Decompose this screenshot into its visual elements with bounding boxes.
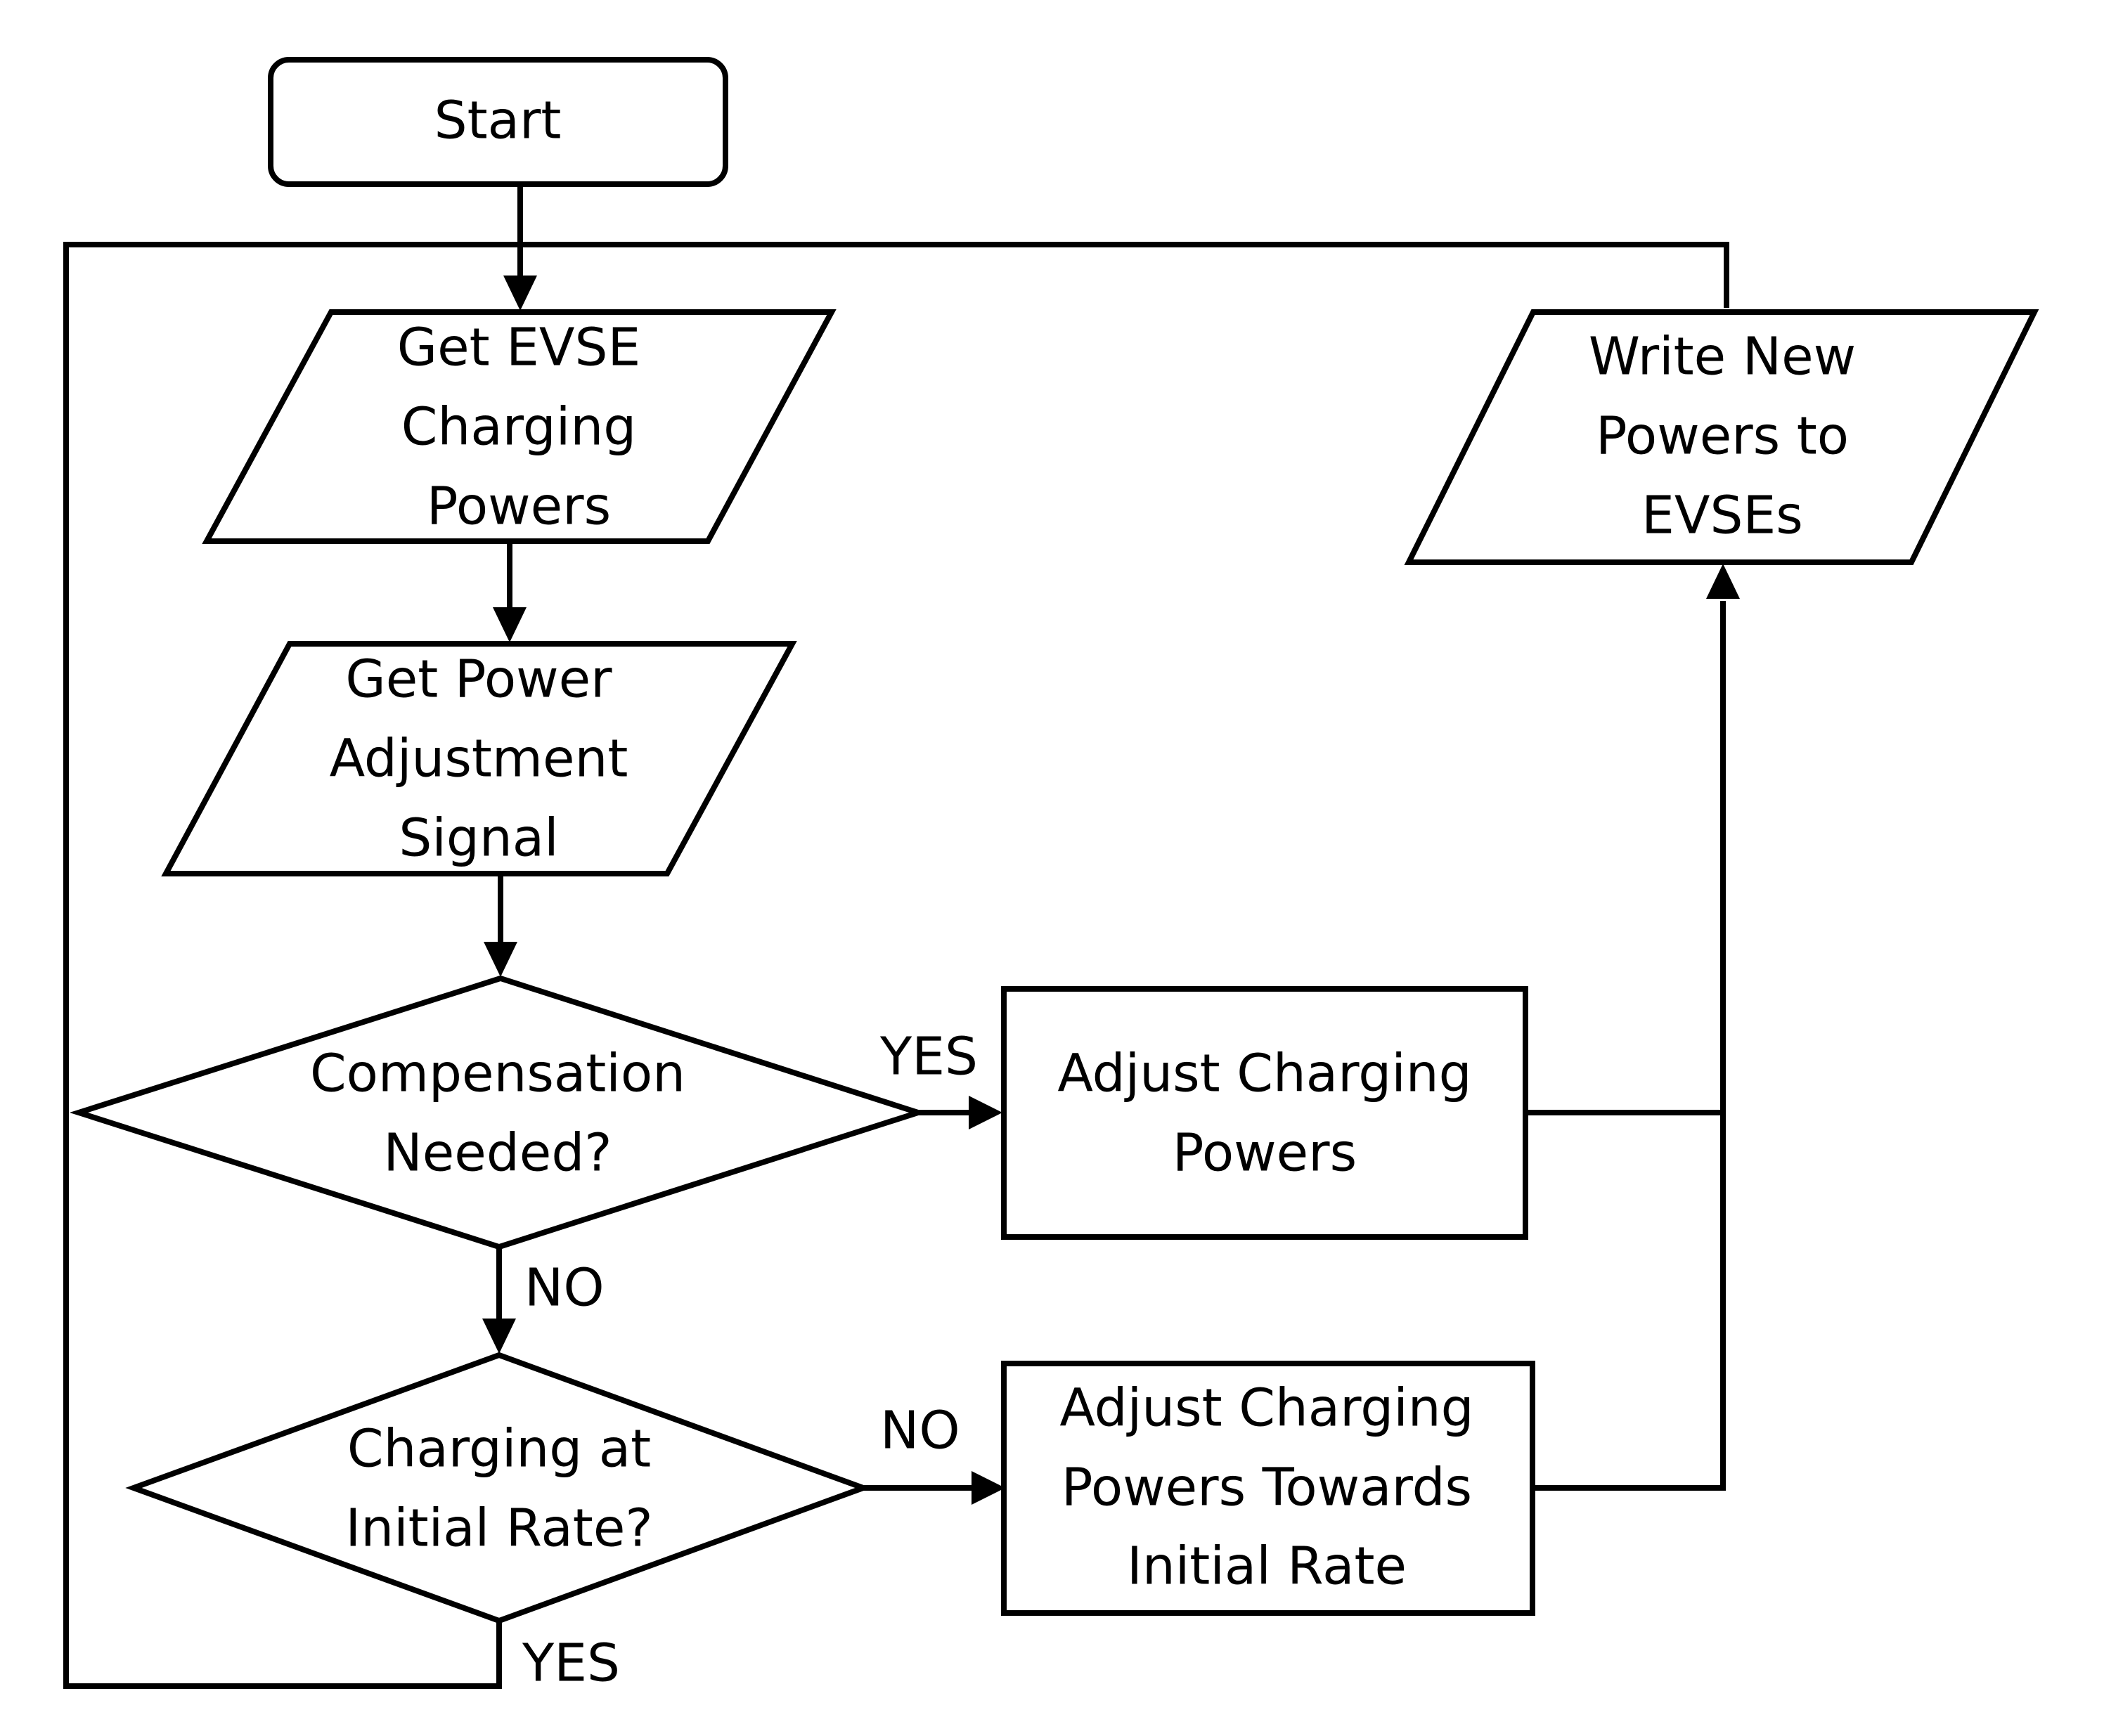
write-label-line-2: Powers to xyxy=(1596,406,1849,467)
adjust-towards-label-line-2: Powers Towards xyxy=(1061,1458,1472,1518)
compensation-label-line-2: Needed? xyxy=(383,1123,612,1184)
arrowhead-into-get-power xyxy=(493,607,527,642)
get-power-adjustment-signal-node: Get Power Adjustment Signal xyxy=(161,641,797,876)
start-label: Start xyxy=(434,91,562,151)
edge-label-compensation-no: NO xyxy=(524,1258,605,1319)
write-new-powers-node: Write New Powers to EVSEs xyxy=(1404,309,2039,565)
get-evse-label-line-3: Powers xyxy=(427,477,611,537)
compensation-label-line-1: Compensation xyxy=(310,1044,685,1104)
write-label-line-1: Write New xyxy=(1589,327,1856,387)
edge-label-initial-rate-no: NO xyxy=(880,1401,960,1461)
arrowheads xyxy=(482,276,1740,1505)
arrowhead-into-write xyxy=(1706,564,1740,599)
get-power-label-line-3: Signal xyxy=(399,808,558,869)
compensation-needed-decision: Compensation Needed? xyxy=(69,975,928,1250)
get-evse-charging-powers-node: Get EVSE Charging Powers xyxy=(202,309,837,544)
get-evse-label-line-2: Charging xyxy=(401,397,636,458)
arrowhead-into-get-evse xyxy=(503,276,537,311)
edge-label-initial-rate-yes: YES xyxy=(522,1633,620,1694)
edge-labels: YES NO NO YES xyxy=(522,1027,978,1694)
adjust-towards-label-line-1: Adjust Charging xyxy=(1059,1378,1473,1439)
arrowhead-into-adjust xyxy=(969,1096,1002,1129)
edge-label-compensation-yes: YES xyxy=(879,1027,978,1087)
arrowhead-into-initial-rate xyxy=(482,1319,516,1354)
charging-at-initial-rate-decision: Charging at Initial Rate? xyxy=(125,1352,872,1624)
connector-adjust-towards-to-write xyxy=(1532,601,1726,1491)
connectors xyxy=(63,184,1729,1689)
adjust-label-line-1: Adjust Charging xyxy=(1057,1044,1471,1104)
adjust-towards-initial-rate-node: Adjust Charging Powers Towards Initial R… xyxy=(1001,1361,1535,1616)
adjust-towards-label-line-3: Initial Rate xyxy=(1127,1536,1407,1597)
arrowhead-into-compensation xyxy=(484,942,517,977)
adjust-charging-powers-node: Adjust Charging Powers xyxy=(1001,986,1528,1240)
get-power-label-line-2: Adjustment xyxy=(330,729,628,789)
connector-loop-back xyxy=(63,242,1729,1689)
arrowhead-into-adjust-towards xyxy=(972,1471,1005,1505)
adjust-label-line-2: Powers xyxy=(1173,1123,1357,1184)
get-power-label-line-1: Get Power xyxy=(345,649,612,710)
write-label-line-3: EVSEs xyxy=(1641,486,1803,546)
start-node: Start xyxy=(268,57,728,187)
initial-rate-label-line-1: Charging at xyxy=(347,1419,651,1479)
get-evse-label-line-1: Get EVSE xyxy=(397,318,641,378)
initial-rate-label-line-2: Initial Rate? xyxy=(345,1498,652,1559)
